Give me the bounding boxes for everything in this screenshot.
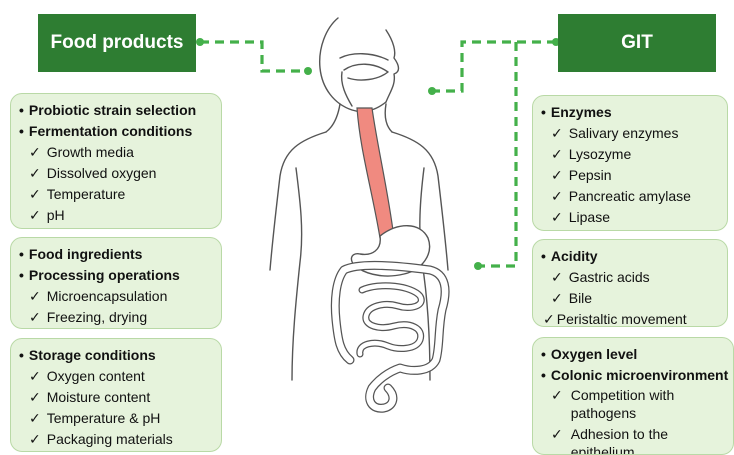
check-item: ✓Lipase	[541, 207, 719, 228]
check-item: ✓pH	[19, 205, 213, 226]
connector-dot-food-end	[304, 67, 312, 75]
checkmark-icon: ✓	[551, 146, 563, 162]
pharynx	[342, 72, 352, 106]
checkmark-icon: ✓	[551, 386, 563, 422]
checkmark-icon: ✓	[29, 288, 41, 304]
checkmark-icon: ✓	[543, 311, 555, 327]
check-item: ✓Lysozyme	[541, 144, 719, 165]
strain-fermentation-panel: •Probiotic strain selection •Fermentatio…	[10, 93, 222, 229]
checkmark-icon: ✓	[29, 309, 41, 325]
ingredients-processing-panel: •Food ingredients •Processing operations…	[10, 237, 222, 329]
check-item: ✓Salivary enzymes	[541, 123, 719, 144]
bullet-item: •Probiotic strain selection	[19, 100, 213, 121]
oxygen-colonic-panel: •Oxygen level •Colonic microenvironment …	[532, 337, 734, 455]
bullet-item: •Oxygen level	[541, 344, 725, 365]
enzymes-panel: •Enzymes ✓Salivary enzymes ✓Lysozyme ✓Pe…	[532, 95, 728, 231]
checkmark-icon: ✓	[29, 186, 41, 202]
check-item: ✓Bile	[541, 288, 719, 309]
connector-git-upper	[432, 42, 556, 91]
head-outline	[320, 18, 386, 112]
check-item: ✓Microencapsulation	[19, 286, 213, 307]
acidity-panel: •Acidity ✓Gastric acids ✓Bile ✓Peristalt…	[532, 239, 728, 327]
checkmark-icon: ✓	[551, 209, 563, 225]
checkmark-icon: ✓	[29, 389, 41, 405]
torso-left	[292, 168, 302, 380]
bullet-item: •Processing operations	[19, 265, 213, 286]
check-item: ✓Oxygen content	[19, 366, 213, 387]
check-item: ✓Growth media	[19, 142, 213, 163]
checkmark-icon: ✓	[551, 167, 563, 183]
face-profile	[386, 30, 399, 102]
bullet-item: •Colonic microenvironment	[541, 365, 725, 386]
bullet-item: •Food ingredients	[19, 244, 213, 265]
checkmark-icon: ✓	[551, 290, 563, 306]
check-item: ✓Freezing, drying	[19, 307, 213, 328]
check-item: ✓Adhesion to the epithelium	[541, 425, 725, 455]
check-item: ✓Packaging materials	[19, 429, 213, 450]
checkmark-icon: ✓	[551, 269, 563, 285]
connector-dot-food-start	[196, 38, 204, 46]
storage-conditions-panel: •Storage conditions ✓Oxygen content ✓Moi…	[10, 338, 222, 452]
check-item: ✓Peristaltic movement	[541, 309, 719, 327]
neck-left	[326, 104, 340, 132]
shoulder-left	[270, 132, 326, 270]
git-header: GIT	[558, 14, 716, 72]
checkmark-icon: ✓	[29, 368, 41, 384]
checkmark-icon: ✓	[551, 425, 563, 455]
check-item: ✓Temperature	[19, 184, 213, 205]
checkmark-icon: ✓	[29, 165, 41, 181]
neck-right	[385, 104, 392, 132]
check-item: ✓Pepsin	[541, 165, 719, 186]
connector-dot-lower-end	[474, 262, 482, 270]
check-item: ✓Pancreatic amylase	[541, 186, 719, 207]
check-item: ✓Dissolved oxygen	[19, 163, 213, 184]
connector-git-lower	[478, 42, 516, 266]
checkmark-icon: ✓	[551, 125, 563, 141]
bullet-item: •Fermentation conditions	[19, 121, 213, 142]
oral-cavity	[344, 64, 388, 80]
checkmark-icon: ✓	[29, 431, 41, 447]
bullet-item: •Acidity	[541, 246, 719, 267]
connector-food-products	[200, 42, 308, 71]
food-products-header: Food products	[38, 14, 196, 72]
checkmark-icon: ✓	[29, 207, 41, 223]
nasal-cavity	[340, 54, 388, 60]
connector-dot-upper-end	[428, 87, 436, 95]
bullet-item: •Enzymes	[541, 102, 719, 123]
checkmark-icon: ✓	[29, 410, 41, 426]
checkmark-icon: ✓	[29, 144, 41, 160]
checkmark-icon: ✓	[551, 188, 563, 204]
check-item: ✓Moisture content	[19, 387, 213, 408]
bullet-item: •Storage conditions	[19, 345, 213, 366]
check-item: ✓Competition with pathogens	[541, 386, 725, 422]
check-item: ✓Temperature & pH	[19, 408, 213, 429]
check-item: ✓Gastric acids	[541, 267, 719, 288]
